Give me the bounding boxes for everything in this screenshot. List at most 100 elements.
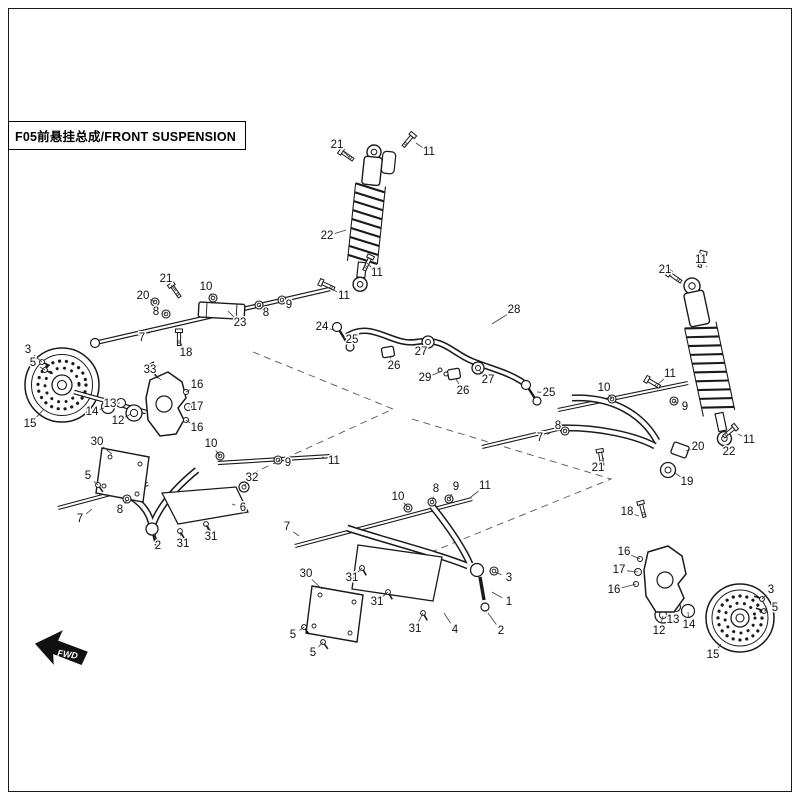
callout-number: 7 [537, 432, 543, 444]
callout-number: 31 [177, 538, 190, 550]
clamp-bolt-29 [437, 367, 443, 373]
callout-number: 22 [723, 446, 736, 458]
shock-reservoir [380, 150, 397, 175]
mount-bracket-20 [670, 441, 690, 459]
shock-shaft [714, 411, 728, 433]
callout-number: 21 [659, 264, 672, 276]
callout-leader-line [737, 433, 743, 437]
callout-leader-line [299, 626, 305, 631]
callout-leader-line [382, 591, 389, 597]
callout-number: 16 [191, 422, 204, 434]
callout-number: 6 [240, 502, 246, 514]
callout-number: 16 [191, 379, 204, 391]
callout-number: 27 [415, 346, 428, 358]
callout-leader-line [494, 571, 502, 576]
callout-leader-line [626, 570, 639, 573]
link-ring-25 [520, 379, 532, 391]
shock-top-eyelet-hole [370, 148, 378, 156]
callout-number: 28 [508, 304, 521, 316]
callout-leader-line [205, 524, 209, 530]
washer-14 [680, 603, 696, 619]
washer-14 [100, 399, 116, 415]
bolt-11 [400, 130, 418, 150]
callout-number: 24 [316, 321, 329, 333]
callout-number: 25 [346, 334, 359, 346]
callout-number: 27 [482, 374, 495, 386]
callout-leader-line [366, 262, 372, 268]
disc-center-hole [735, 613, 745, 623]
callout-number: 29 [419, 372, 432, 384]
stabilizer-link-left [331, 321, 355, 352]
callout-leader-line [415, 142, 423, 148]
washer-10 [208, 293, 218, 303]
callout-leader-line [227, 310, 235, 318]
disc-center-hole [56, 379, 68, 391]
callout-number: 12 [653, 625, 666, 637]
washer-13 [115, 397, 127, 409]
callout-number: 15 [24, 418, 37, 430]
callout-number: 15 [707, 649, 720, 661]
callout-leader-line [99, 407, 105, 410]
callout-number: 3 [768, 584, 774, 596]
callout-number: 26 [457, 385, 470, 397]
callout-leader-line [763, 609, 768, 612]
callout-leader-line [231, 503, 236, 506]
callout-leader-line [185, 388, 191, 393]
callout-leader-line [39, 366, 46, 371]
callout-number: 19 [681, 476, 694, 488]
front-shock-absorber [346, 144, 397, 292]
callout-number: 26 [388, 360, 401, 372]
disc-hole-pattern [43, 366, 81, 404]
lower-control-arm-center [345, 503, 490, 612]
ball-joint-stud-2 [152, 534, 159, 548]
bushing-32 [238, 481, 250, 493]
callout-leader-line [148, 330, 153, 334]
coil-spring [347, 182, 386, 265]
callout-number: 10 [200, 281, 213, 293]
callout-number: 7 [139, 332, 145, 344]
callout-number: 8 [117, 504, 123, 516]
callout-leader-line [85, 508, 93, 515]
callout-leader-line [431, 496, 434, 502]
stabilizer-bar [345, 327, 526, 386]
callout-number: 31 [346, 572, 359, 584]
callout-number: 3 [25, 344, 31, 356]
callout-number: 11 [423, 146, 435, 158]
callout-number: 7 [77, 513, 83, 525]
callout-number: 8 [555, 420, 561, 432]
callout-number: 1 [506, 596, 512, 608]
callout-leader-line [215, 450, 221, 457]
callout-leader-line [329, 287, 338, 293]
callout-leader-line [455, 378, 460, 385]
callout-number: 3 [506, 572, 512, 584]
disc-hole-pattern [723, 601, 757, 635]
callout-number: 8 [263, 307, 269, 319]
callout-leader-line [124, 413, 132, 418]
callout-leader-line [33, 354, 43, 363]
stabilizer-link-right [520, 379, 542, 406]
callout-number: 5 [310, 647, 316, 659]
disc-hole-pattern [716, 594, 764, 642]
lower-control-arm-left [120, 467, 250, 548]
callout-number: 2 [498, 625, 504, 637]
callout-leader-line [321, 456, 327, 459]
construction-lines [252, 351, 613, 560]
callout-leader-line [491, 313, 508, 325]
callout-number: 31 [205, 531, 218, 543]
callout-number: 5 [290, 629, 296, 641]
coil-spring [684, 326, 735, 409]
pivot-shaft-right-b [557, 380, 689, 413]
callout-number: 17 [191, 401, 204, 413]
bolt-11 [643, 374, 662, 391]
callout-number: 5 [772, 602, 778, 614]
ball-joint-1 [469, 562, 485, 578]
callout-leader-line [601, 457, 605, 462]
callout-number: 31 [371, 596, 384, 608]
right-shock-absorber [683, 277, 736, 447]
callout-leader-line [124, 499, 128, 504]
callout-leader-line [547, 432, 551, 435]
callout-leader-line [634, 514, 640, 517]
callout-number: 32 [246, 472, 259, 484]
